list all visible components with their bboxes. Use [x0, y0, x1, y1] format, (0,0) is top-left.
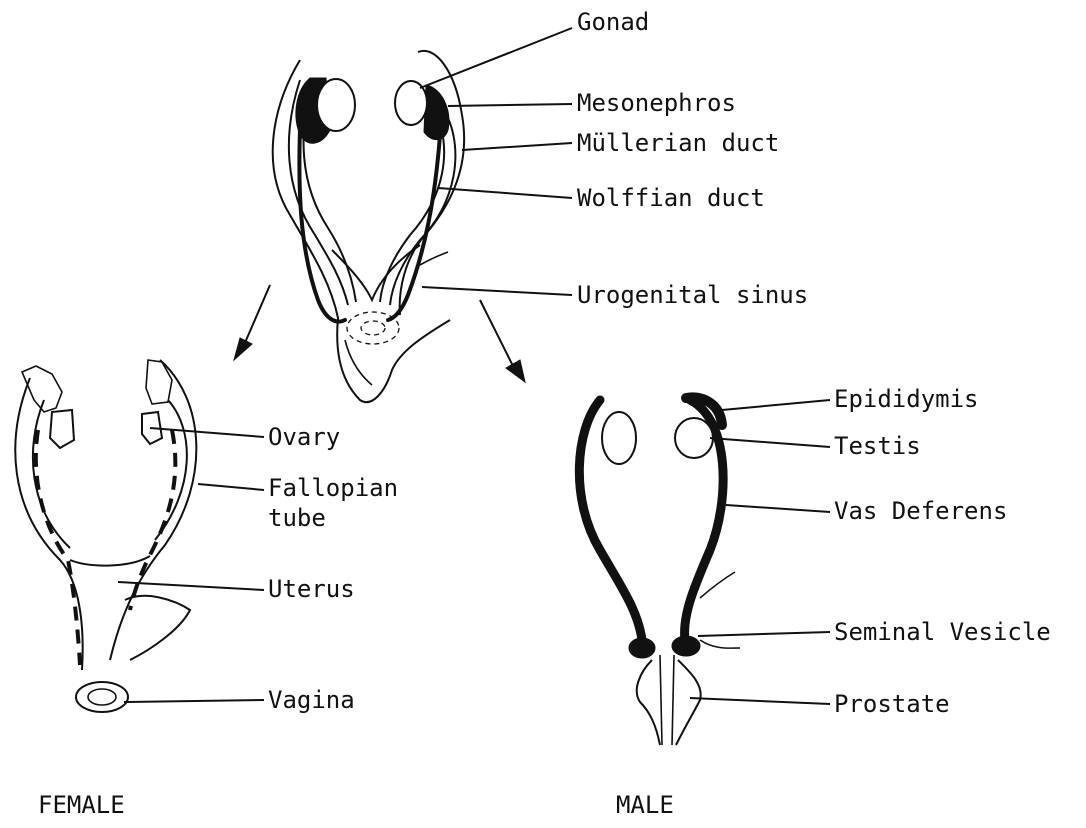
male-left-seminal-vesicle: [629, 638, 655, 658]
female-leaders: [118, 428, 264, 702]
indifferent-stage-drawing: [273, 51, 464, 402]
label-epididymis: Epididymis: [834, 384, 979, 414]
central-v: [332, 245, 420, 300]
arrow-to-female-head: [234, 338, 252, 360]
leader-fallopian: [198, 484, 264, 490]
urogenital-sinus-inner: [361, 321, 385, 335]
arrow-to-male-head: [506, 360, 525, 382]
right-mesonephros: [424, 85, 449, 140]
leader-wolffian: [438, 188, 572, 198]
right-mullerian-duct-inner: [380, 118, 444, 302]
arrow-to-male-shaft: [480, 300, 514, 368]
left-gonad: [317, 79, 355, 131]
male-prostate-body: [637, 660, 701, 745]
label-vas-deferens: Vas Deferens: [834, 496, 1007, 526]
label-fallopian-line1: Fallopian: [268, 474, 398, 503]
label-mesonephros: Mesonephros: [577, 88, 736, 118]
label-fallopian-line2: tube: [268, 504, 326, 533]
label-ovary: Ovary: [268, 422, 340, 452]
leader-vas: [726, 505, 830, 512]
female-uterus-top: [70, 556, 150, 566]
left-wolffian-duct: [299, 130, 345, 322]
sinus-lower: [345, 340, 372, 385]
male-right-testis: [675, 418, 713, 458]
leader-prostate: [690, 698, 830, 704]
male-urethra: [660, 655, 674, 745]
label-wolffian-duct: Wolffian duct: [577, 183, 765, 213]
leader-ovary: [150, 428, 264, 437]
leader-mullerian: [462, 143, 572, 150]
female-drawing: [15, 360, 196, 712]
leader-seminal: [698, 632, 830, 636]
male-upper-line: [700, 572, 735, 598]
label-urogenital-sinus: Urogenital sinus: [577, 280, 808, 310]
female-left-wolffian-remnant: [36, 430, 80, 665]
arrow-to-female-shaft: [244, 285, 270, 345]
leader-epididymis: [722, 400, 830, 410]
female-right-tube-outer: [110, 360, 196, 660]
female-lower-body: [125, 596, 190, 660]
vagina-shape: [76, 682, 128, 712]
female-caption: FEMALE: [38, 790, 125, 820]
left-ovary: [50, 410, 74, 448]
male-right-seminal-vesicle: [672, 636, 700, 656]
label-vagina: Vagina: [268, 685, 355, 715]
label-uterus: Uterus: [268, 574, 355, 604]
male-caption: MALE: [616, 790, 674, 820]
label-testis: Testis: [834, 431, 921, 461]
urogenital-sinus-dotted: [347, 312, 399, 344]
sinus-tail: [420, 252, 448, 265]
leader-urogenital: [422, 287, 572, 295]
leader-gonad: [420, 28, 572, 88]
leader-vagina: [124, 700, 264, 702]
male-side-flap: [700, 640, 740, 648]
label-mullerian-duct: Müllerian duct: [577, 128, 779, 158]
male-drawing: [579, 397, 740, 745]
label-seminal-vesicle: Seminal Vesicle: [834, 617, 1051, 647]
leader-testis: [710, 438, 830, 447]
label-gonad: Gonad: [577, 7, 649, 37]
label-prostate: Prostate: [834, 689, 950, 719]
male-left-testis: [602, 412, 636, 464]
leader-uterus: [118, 582, 264, 590]
right-mullerian-duct: [390, 118, 455, 305]
leader-mesonephros: [448, 104, 572, 106]
